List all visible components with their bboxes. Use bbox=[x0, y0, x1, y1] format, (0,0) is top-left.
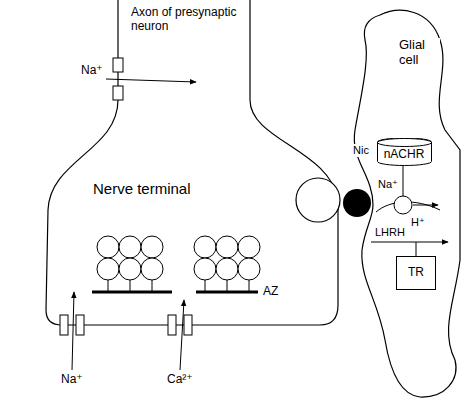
vesicle bbox=[97, 258, 119, 280]
ligand-label: Nic bbox=[352, 144, 370, 157]
exchanger-symbol bbox=[394, 196, 412, 214]
sodium-channel bbox=[113, 86, 123, 100]
signal-line bbox=[403, 165, 404, 196]
vesicle bbox=[194, 236, 216, 258]
part-label: AZ bbox=[262, 285, 279, 299]
vesicle bbox=[119, 236, 141, 258]
ligand-label: LHRH bbox=[374, 226, 406, 239]
ion-flow-arrow bbox=[180, 300, 184, 370]
part-label: Axon of presynaptic neuron bbox=[130, 6, 244, 34]
vesicle bbox=[216, 258, 238, 280]
ion-label: Na⁺ bbox=[60, 373, 84, 387]
calcium-channel bbox=[184, 315, 192, 335]
release-vesicle bbox=[296, 178, 340, 222]
ion-flow-arrow bbox=[413, 205, 438, 206]
active-zone-bar bbox=[92, 291, 172, 294]
vesicle bbox=[238, 236, 260, 258]
active-zone-bar bbox=[196, 291, 258, 294]
vesicle bbox=[194, 258, 216, 280]
vesicle bbox=[216, 236, 238, 258]
part-label: Nerve terminal bbox=[92, 180, 192, 197]
ion-label: H⁺ bbox=[410, 216, 426, 229]
calcium-channel bbox=[168, 315, 176, 335]
node-text: nACHR bbox=[384, 148, 425, 162]
vesicle-tether bbox=[108, 280, 249, 292]
vesicle-cluster bbox=[97, 236, 260, 280]
ion-flow-arrow bbox=[106, 79, 196, 82]
cylinder-body bbox=[377, 138, 431, 165]
vesicle bbox=[97, 236, 119, 258]
sodium-channel bbox=[60, 315, 68, 335]
tether-line bbox=[130, 280, 131, 292]
sodium-channel bbox=[76, 315, 84, 335]
vesicle bbox=[141, 258, 163, 280]
ligand-arrow bbox=[371, 242, 448, 243]
vesicle bbox=[238, 258, 260, 280]
receptor-box: TR bbox=[396, 256, 436, 290]
tether-line bbox=[108, 280, 109, 292]
tether-line bbox=[152, 280, 153, 292]
node-text: TR bbox=[408, 266, 424, 280]
tether-line bbox=[249, 280, 250, 292]
ion-label: Ca²⁺ bbox=[166, 373, 194, 387]
ion-label: Na⁺ bbox=[80, 64, 104, 78]
vesicle bbox=[119, 258, 141, 280]
receptor-cylinder: nACHR bbox=[377, 138, 432, 166]
released-content-dot bbox=[343, 189, 371, 217]
ion-label: Na⁺ bbox=[377, 178, 399, 191]
cylinder-top bbox=[377, 139, 431, 147]
cell-label: Glial cell bbox=[398, 38, 440, 68]
vesicle bbox=[141, 236, 163, 258]
ion-flow-arrow bbox=[72, 292, 74, 370]
nerve-terminal-outline bbox=[46, 0, 338, 325]
sodium-channel bbox=[113, 58, 123, 72]
tether-line bbox=[205, 280, 206, 292]
tether-line bbox=[227, 280, 228, 292]
